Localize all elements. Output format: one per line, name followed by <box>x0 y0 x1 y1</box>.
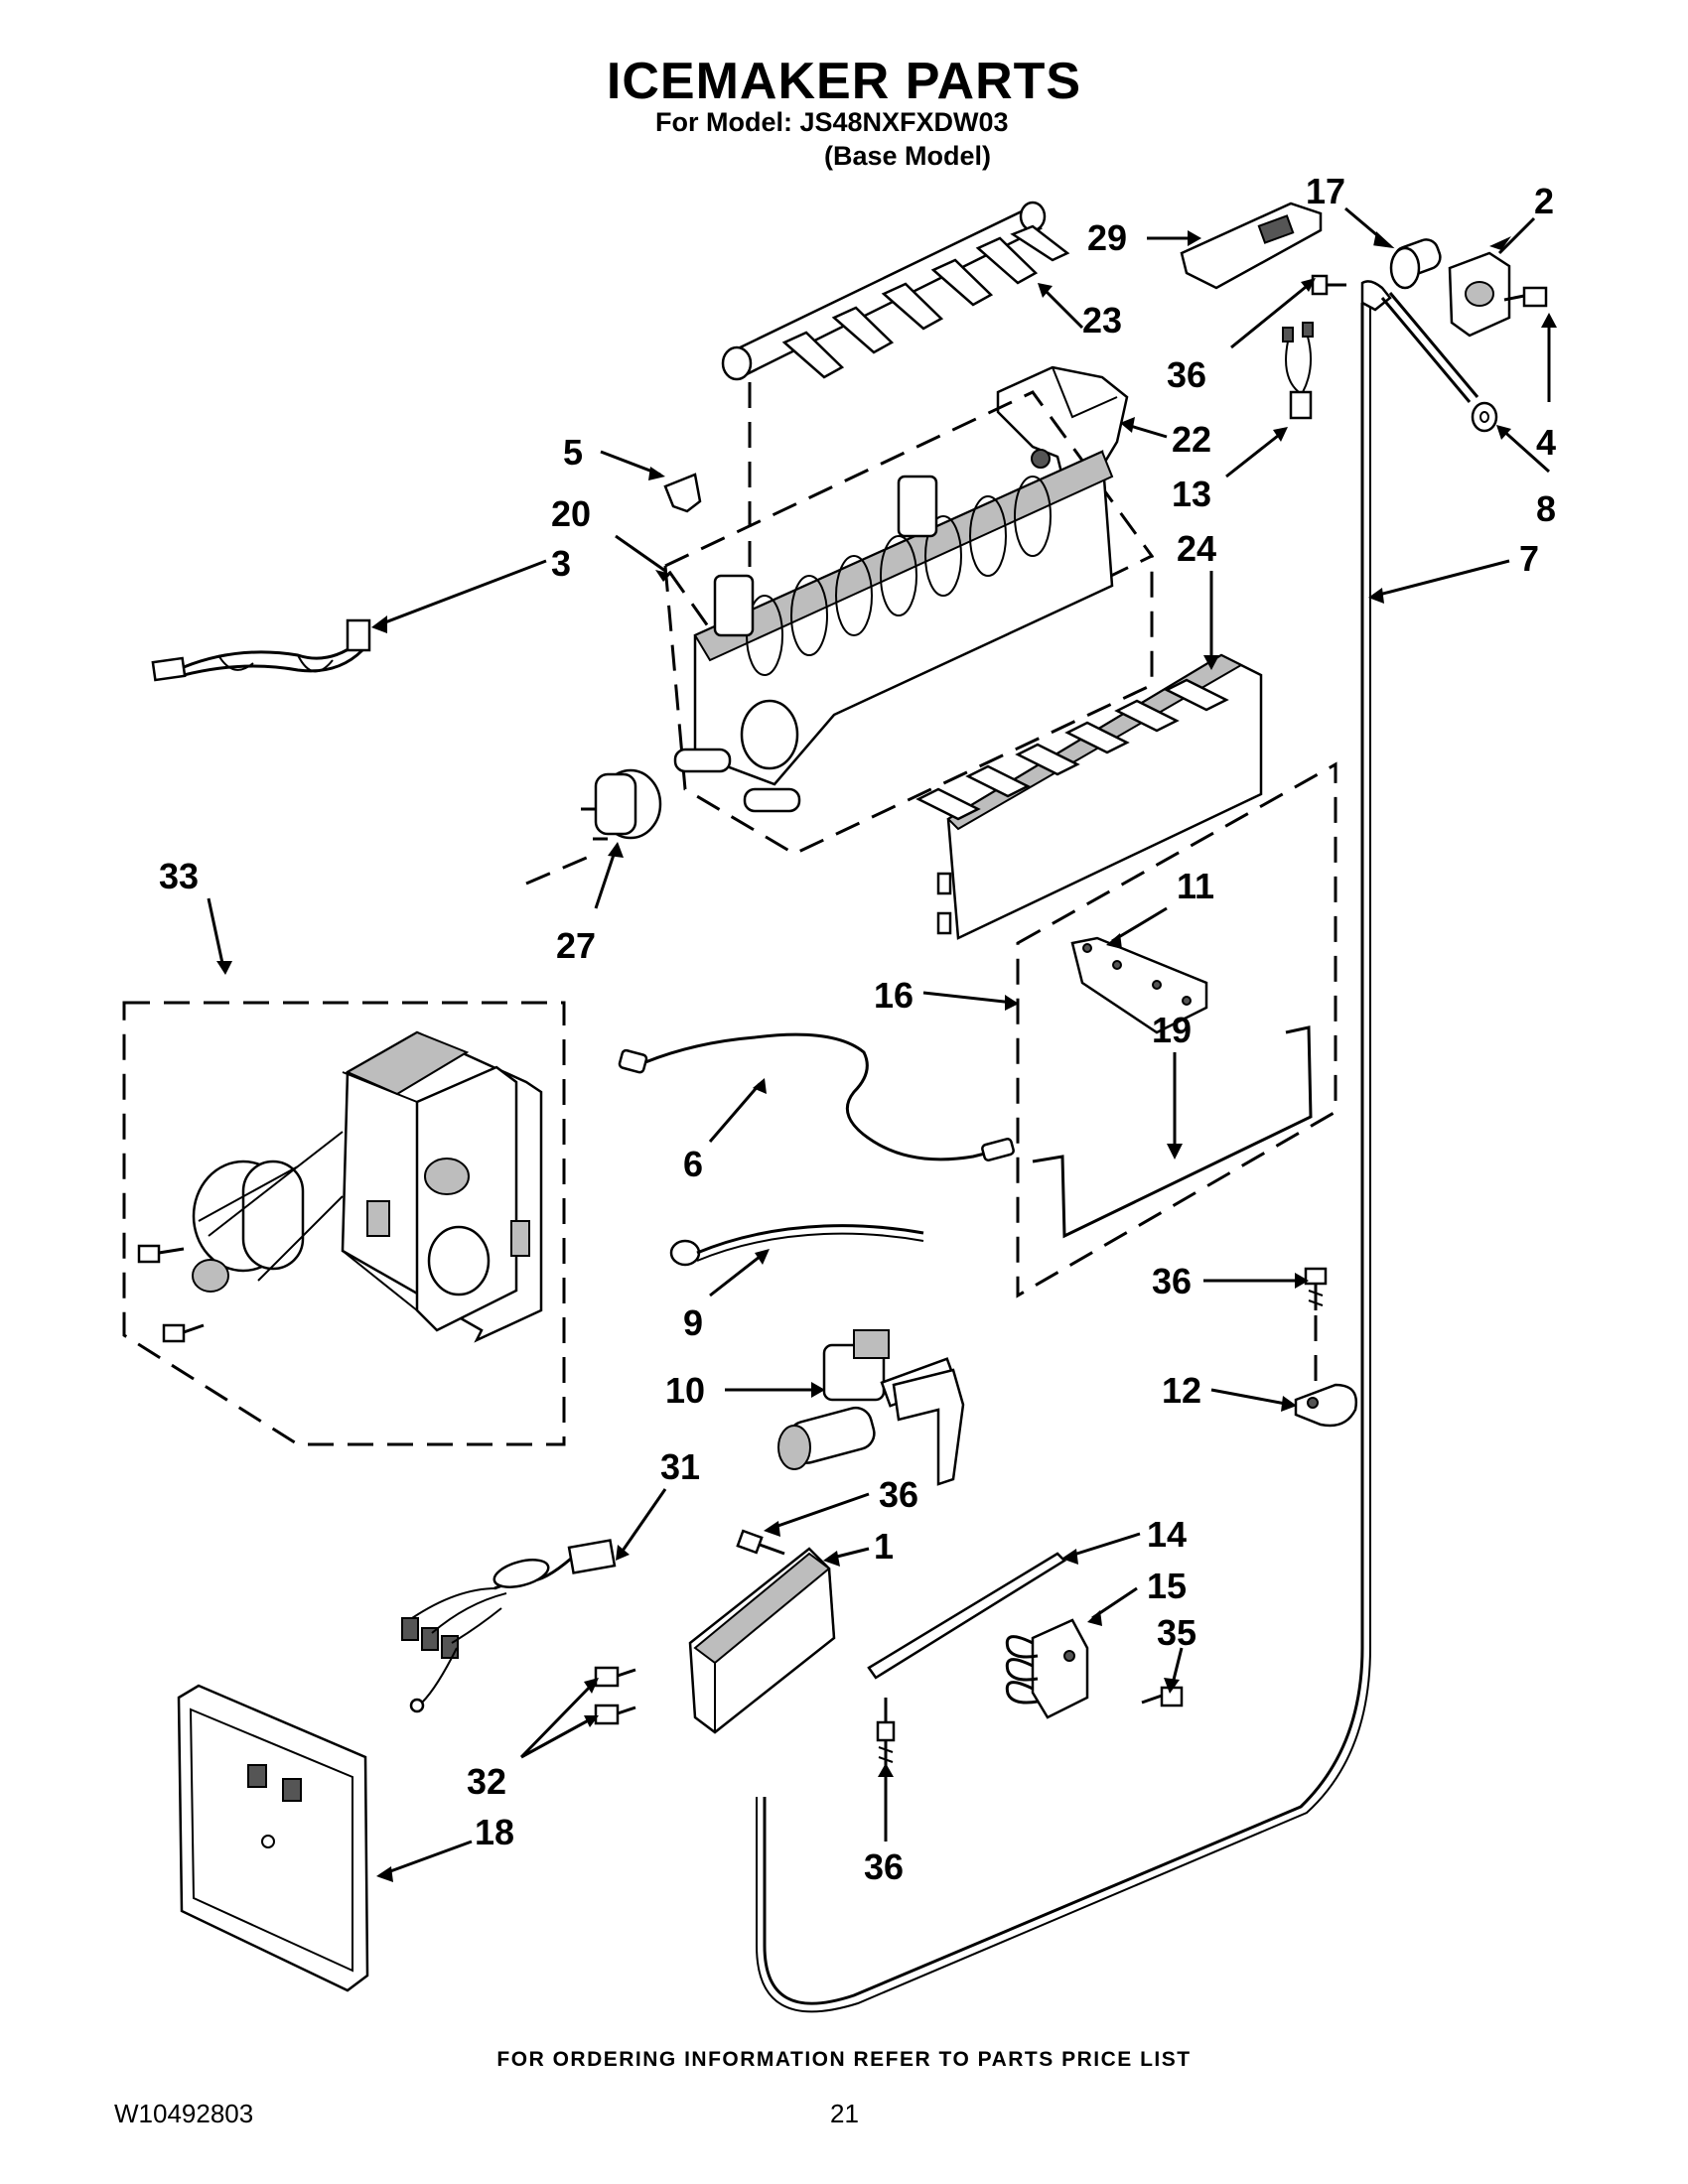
water-tube-part-7 <box>756 303 1371 2013</box>
heater-bracket-part-15 <box>1005 1618 1089 1719</box>
document-id: W10492803 <box>114 2099 254 2128</box>
page-title: ICEMAKER PARTS <box>606 53 1082 110</box>
callout-36a: 36 <box>1167 354 1206 395</box>
motor-screw <box>137 1244 205 1343</box>
clip-part-5 <box>663 473 702 513</box>
callout-17: 17 <box>1306 171 1345 211</box>
callout-14: 14 <box>1147 1514 1187 1555</box>
thermostat-part-27 <box>581 768 662 841</box>
callout-12: 12 <box>1162 1370 1201 1411</box>
front-cover-part-24 <box>915 653 1263 940</box>
bracket-part-11 <box>1070 936 1208 1034</box>
callout-32: 32 <box>467 1761 506 1802</box>
callout-3: 3 <box>551 543 571 584</box>
screw-part-36c <box>736 1529 785 1556</box>
screw-part-36a <box>1311 274 1346 296</box>
callout-5: 5 <box>563 432 583 473</box>
callout-16: 16 <box>874 975 914 1016</box>
callout-11: 11 <box>1177 866 1214 906</box>
callout-10: 10 <box>665 1370 705 1411</box>
callout-9: 9 <box>683 1302 703 1343</box>
tube-part-9 <box>669 1224 924 1267</box>
callout-31: 31 <box>660 1446 700 1487</box>
wiring-harness-part-31 <box>401 1539 617 1713</box>
callout-36c: 36 <box>879 1474 918 1515</box>
callout-7: 7 <box>1519 538 1539 579</box>
clamp-part-12 <box>1294 1383 1358 1428</box>
callout-15: 15 <box>1147 1566 1187 1606</box>
strip-part-14 <box>867 1552 1066 1680</box>
page-number: 21 <box>830 2099 859 2128</box>
cover-part-18 <box>177 1684 369 1992</box>
callout-24: 24 <box>1177 528 1216 569</box>
callout-36d: 36 <box>864 1846 904 1887</box>
arrow-heads <box>216 230 1557 1882</box>
callout-1: 1 <box>874 1526 894 1567</box>
motor-part-2 <box>1448 251 1511 338</box>
fill-valve-fitting <box>1360 280 1479 403</box>
callout-33: 33 <box>159 856 199 896</box>
washer-part-8 <box>1471 401 1498 433</box>
callout-23: 23 <box>1082 300 1122 341</box>
screw-part-36b <box>1304 1267 1328 1310</box>
gear-part-17 <box>1389 238 1442 290</box>
callout-18: 18 <box>475 1812 514 1852</box>
mold-part-20 <box>673 450 1114 813</box>
callout-22: 22 <box>1172 419 1211 460</box>
callout-36b: 36 <box>1152 1261 1192 1301</box>
screw-part-4 <box>1503 286 1548 308</box>
callout-27: 27 <box>556 925 596 966</box>
callout-2: 2 <box>1534 181 1554 221</box>
ejector-part-23 <box>721 201 1070 381</box>
motor-part <box>192 1131 344 1293</box>
model-number: For Model: JS48NXFXDW03 <box>655 107 1009 137</box>
screw-part-35 <box>1141 1686 1184 1707</box>
bracket-part-1 <box>688 1547 836 1734</box>
shield-part-29 <box>1180 202 1323 290</box>
wire-harness-part-3 <box>151 618 371 682</box>
screw-part-36d <box>876 1720 896 1767</box>
control-module-part-33 <box>341 1030 543 1343</box>
callout-35: 35 <box>1157 1612 1196 1653</box>
base-model-label: (Base Model) <box>824 141 992 171</box>
callout-29: 29 <box>1087 217 1127 258</box>
bail-arm-part-19 <box>1032 1025 1313 1239</box>
callout-8: 8 <box>1536 488 1556 529</box>
callout-13: 13 <box>1172 474 1211 514</box>
callout-labels: 17 2 29 23 36 4 22 5 13 8 20 3 24 7 33 2… <box>159 171 1556 1887</box>
callout-6: 6 <box>683 1144 703 1184</box>
wire-part-13 <box>1282 322 1314 420</box>
leader-lines <box>207 206 1551 1876</box>
ordering-info-note: FOR ORDERING INFORMATION REFER TO PARTS … <box>496 2048 1192 2071</box>
callout-4: 4 <box>1536 422 1556 463</box>
callout-20: 20 <box>551 493 591 534</box>
heater-part-6 <box>618 1032 1015 1161</box>
callout-19: 19 <box>1152 1010 1192 1050</box>
water-valve-part-10 <box>777 1329 965 1486</box>
screws-part-32 <box>594 1666 636 1725</box>
